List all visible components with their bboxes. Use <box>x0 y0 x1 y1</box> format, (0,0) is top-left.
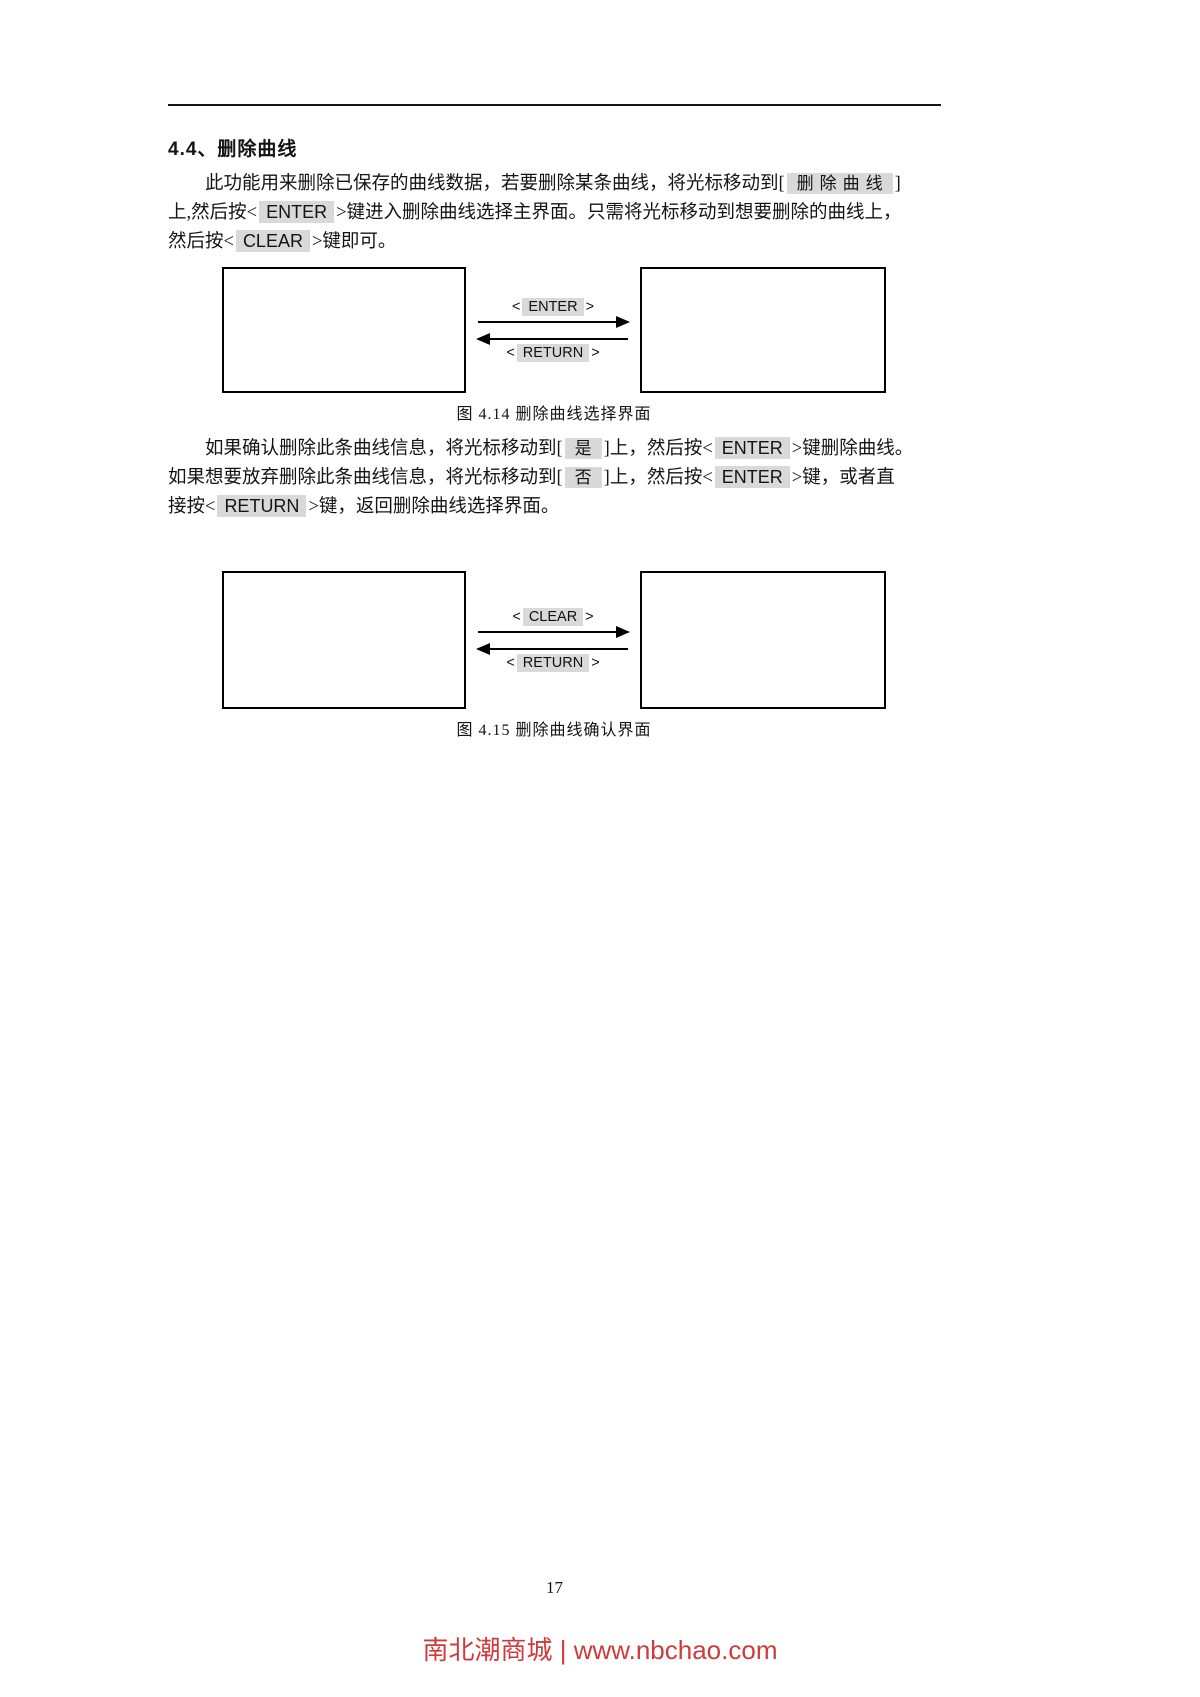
figure-diagram: <CLEAR> <RETURN> <box>222 571 886 709</box>
key-name-highlight: ENTER <box>522 298 584 316</box>
arrow-left-icon <box>476 333 628 345</box>
text-segment: ] <box>894 174 901 194</box>
paragraph-line: 接按<RETURN>键，返回删除曲线选择界面。 <box>168 492 941 521</box>
text-segment: 上,然后按< <box>168 203 258 223</box>
angle-close: > <box>585 609 594 625</box>
screen-box-right <box>640 571 886 709</box>
angle-open: < <box>512 609 521 625</box>
screen-box-left <box>222 571 466 709</box>
text-segment: >键即可。 <box>311 232 397 252</box>
header-rule <box>168 104 941 106</box>
text-segment: 如果想要放弃删除此条曲线信息，将光标移动到[ <box>168 468 563 488</box>
text-segment: >键进入删除曲线选择主界面。只需将光标移动到想要删除的曲线上， <box>336 203 902 223</box>
figure-diagram: <ENTER> <RETURN> <box>222 267 886 393</box>
paragraph-line: 如果想要放弃删除此条曲线信息，将光标移动到[否]上，然后按<ENTER>键，或者… <box>168 463 941 492</box>
text-segment: 接按< <box>168 497 216 517</box>
paragraph-line: 如果确认删除此条曲线信息，将光标移动到[是]上，然后按<ENTER>键删除曲线。 <box>168 434 941 463</box>
key-name-highlight: ENTER <box>714 466 790 488</box>
figure-delete-curve-confirm: <CLEAR> <RETURN> 图 4.15 删除曲线确认界面 <box>222 571 886 740</box>
text-segment: 如果确认删除此条曲线信息，将光标移动到[ <box>205 439 563 459</box>
figure-caption: 图 4.14 删除曲线选择界面 <box>456 406 652 423</box>
angle-close: > <box>591 655 600 671</box>
arrow-left-icon <box>476 643 628 655</box>
arrow-right-icon <box>478 316 630 328</box>
text-segment: 然后按< <box>168 232 234 252</box>
key-name-highlight: ENTER <box>714 437 790 459</box>
angle-open: < <box>506 655 515 671</box>
key-name-highlight: RETURN <box>516 654 590 672</box>
page-content: 4.4、删除曲线 此功能用来删除已保存的曲线数据，若要删除某条曲线，将光标移动到… <box>168 0 941 740</box>
angle-close: > <box>585 299 595 315</box>
text-segment: >键，返回删除曲线选择界面。 <box>308 497 560 517</box>
arrow-label-bottom: <RETURN> <box>506 654 600 672</box>
text-segment: ]上，然后按< <box>603 468 713 488</box>
key-name-highlight: ENTER <box>259 201 335 223</box>
paragraph-confirm: 如果确认删除此条曲线信息，将光标移动到[是]上，然后按<ENTER>键删除曲线。… <box>168 434 941 521</box>
footer-brand: 南北潮商城 | www.nbchao.com <box>422 1635 778 1665</box>
page-number: 17 <box>546 1578 563 1597</box>
paragraph-line: 上,然后按<ENTER>键进入删除曲线选择主界面。只需将光标移动到想要删除的曲线… <box>168 198 941 227</box>
arrow-label-bottom: <RETURN> <box>506 344 600 362</box>
angle-close: > <box>591 345 600 361</box>
menu-key-highlight: 是 <box>564 438 602 459</box>
figure-caption: 图 4.15 删除曲线确认界面 <box>456 722 652 739</box>
text-segment: ]上，然后按< <box>603 439 713 459</box>
key-name-highlight: CLEAR <box>235 230 310 252</box>
screen-box-left <box>222 267 466 393</box>
paragraph-line: 此功能用来删除已保存的曲线数据，若要删除某条曲线，将光标移动到[删除曲线] <box>168 169 941 198</box>
key-name-highlight: RETURN <box>516 344 590 362</box>
section-heading: 4.4、删除曲线 <box>168 139 298 160</box>
key-name-highlight: CLEAR <box>522 608 584 626</box>
figure-delete-curve-select: <ENTER> <RETURN> 图 4.14 删除曲线选择界面 <box>222 267 886 424</box>
arrow-column: <CLEAR> <RETURN> <box>466 608 640 672</box>
arrow-label-top: <CLEAR> <box>512 608 594 626</box>
key-name-highlight: RETURN <box>217 495 307 517</box>
arrow-column: <ENTER> <RETURN> <box>466 298 640 362</box>
menu-key-highlight: 否 <box>564 467 602 488</box>
text-segment: >键，或者直 <box>791 468 895 488</box>
paragraph-intro: 此功能用来删除已保存的曲线数据，若要删除某条曲线，将光标移动到[删除曲线] 上,… <box>168 169 941 256</box>
menu-key-highlight: 删除曲线 <box>786 173 893 194</box>
arrow-label-top: <ENTER> <box>511 298 595 316</box>
paragraph-line: 然后按<CLEAR>键即可。 <box>168 227 941 256</box>
angle-open: < <box>511 299 521 315</box>
screen-box-right <box>640 267 886 393</box>
text-segment: >键删除曲线。 <box>791 439 914 459</box>
text-segment: 此功能用来删除已保存的曲线数据，若要删除某条曲线，将光标移动到[ <box>205 174 785 194</box>
arrow-right-icon <box>478 626 630 638</box>
angle-open: < <box>506 345 515 361</box>
